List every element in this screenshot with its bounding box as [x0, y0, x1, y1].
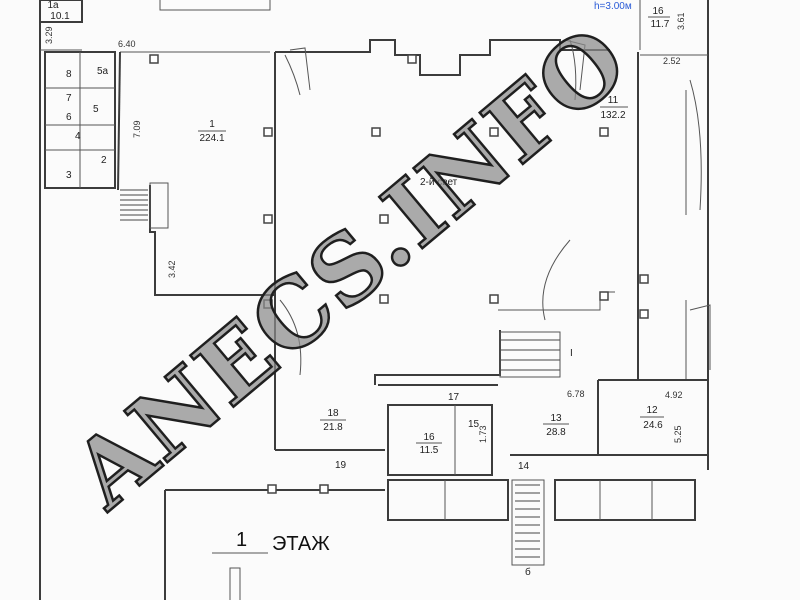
svg-text:1а: 1а	[47, 0, 59, 11]
svg-text:28.8: 28.8	[546, 427, 566, 438]
room-6-label: 6	[66, 112, 72, 123]
dim-6-78: 6.78	[567, 389, 585, 399]
svg-text:16: 16	[652, 6, 664, 17]
pillars	[149, 54, 649, 494]
dim-6-40: 6.40	[118, 39, 136, 49]
room-19-label: 19	[335, 460, 347, 471]
dimensions: 6.40 3.29 7.09 3.42 3.61 2.52 6.78 4.92 …	[44, 12, 686, 443]
room-4-label: 4	[75, 131, 81, 142]
room-2-label: 2	[101, 155, 107, 166]
svg-text:224.1: 224.1	[199, 133, 224, 144]
floor-number: 1	[236, 529, 247, 551]
dim-7-09: 7.09	[132, 120, 142, 138]
svg-text:11: 11	[608, 95, 619, 106]
marker-label: I	[570, 348, 573, 359]
room-5a-label: 5а	[97, 66, 109, 77]
room-1-label: 1 224.1	[198, 119, 226, 144]
stair-b-label: б	[525, 566, 531, 578]
svg-text:13: 13	[550, 413, 562, 424]
svg-text:24.6: 24.6	[643, 420, 663, 431]
floor-title: 1 ЭТАЖ	[212, 529, 330, 555]
stairs	[120, 39, 711, 566]
room-7-label: 7	[66, 93, 72, 104]
room-11-label: 11 132.2	[600, 95, 628, 121]
svg-text:16: 16	[423, 432, 435, 443]
dim-5-25: 5.25	[673, 425, 683, 443]
dim-1-73: 1.73	[478, 425, 488, 443]
room-5-label: 5	[93, 104, 99, 115]
svg-text:18: 18	[327, 408, 339, 419]
dim-3-29: 3.29	[44, 26, 54, 44]
svg-text:11.5: 11.5	[420, 445, 439, 456]
svg-text:21.8: 21.8	[323, 422, 343, 433]
room-12-label: 12 24.6	[640, 405, 664, 431]
dim-4-92: 4.92	[665, 390, 683, 400]
height-note: h=3.00м	[594, 1, 632, 12]
room-3-label: 3	[66, 170, 72, 181]
dim-3-61: 3.61	[676, 12, 686, 30]
room-14-label: 14	[518, 461, 530, 472]
room-17-label: 17	[448, 392, 460, 403]
room-1a-label: 1а 10.1	[47, 0, 70, 22]
svg-text:11.7: 11.7	[651, 19, 670, 30]
room-13-label: 13 28.8	[543, 413, 569, 438]
room-labels: 1а 10.1 1 224.1 11 132.2 16 11.7 18 21.8…	[47, 0, 670, 578]
svg-text:12: 12	[646, 405, 658, 416]
room-16-top-label: 16 11.7	[648, 6, 670, 30]
room-15-label: 15	[468, 419, 480, 430]
room-16-label: 16 11.5	[416, 432, 442, 456]
dim-3-42: 3.42	[167, 260, 177, 278]
svg-text:10.1: 10.1	[50, 11, 70, 22]
room-8-label: 8	[66, 69, 72, 80]
hall-note: 2-й свет	[420, 177, 458, 188]
floor-label: ЭТАЖ	[272, 533, 330, 555]
room-18-label: 18 21.8	[320, 408, 346, 433]
svg-text:132.2: 132.2	[600, 110, 625, 121]
dim-2-52: 2.52	[663, 56, 681, 66]
svg-text:1: 1	[209, 119, 215, 130]
